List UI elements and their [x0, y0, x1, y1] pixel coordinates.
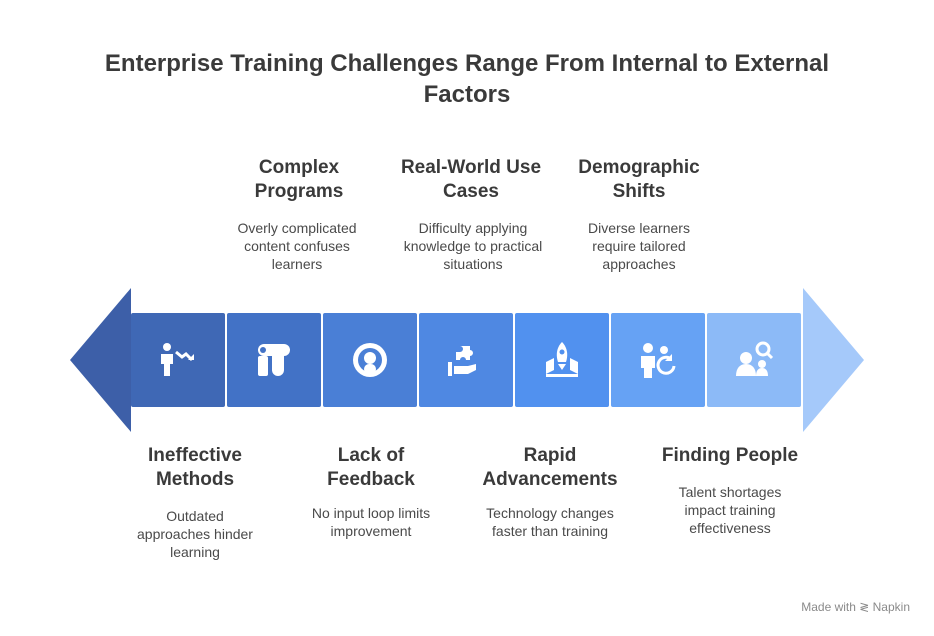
right-arrowhead	[803, 288, 864, 432]
cell-finding-people	[707, 313, 801, 407]
desc-real-world-use-cases: Difficulty applying knowledge to practic…	[403, 220, 543, 272]
stressed-face-icon	[353, 343, 387, 377]
label-lack-of-feedback: Lack of Feedback	[327, 445, 415, 490]
left-arrowhead	[70, 288, 131, 432]
page-title: Enterprise Training Challenges Range Fro…	[104, 50, 830, 108]
presenter-declining-icon	[161, 343, 194, 376]
cell-demographic-shifts	[611, 313, 705, 407]
footer-credit: Made with ≷ Napkin	[801, 600, 910, 614]
cell-real-world-use-cases	[419, 313, 513, 407]
puzzle-pieces-icon	[258, 344, 290, 376]
desc-finding-people: Talent shortages impact training effecti…	[678, 484, 782, 536]
label-demographic-shifts: Demographic Shifts	[578, 157, 700, 202]
label-finding-people: Finding People	[661, 445, 799, 466]
people-refresh-icon	[641, 343, 676, 378]
label-real-world-use-cases: Real-World Use Cases	[400, 157, 542, 202]
cell-ineffective-methods	[131, 313, 225, 407]
desc-rapid-advancements: Technology changes faster than training	[486, 505, 614, 539]
cell-lack-of-feedback	[323, 313, 417, 407]
desc-lack-of-feedback: No input loop limits improvement	[311, 505, 431, 539]
desc-demographic-shifts: Diverse learners require tailored approa…	[588, 220, 690, 272]
rocket-launch-icon	[546, 342, 578, 377]
label-ineffective-methods: Ineffective Methods	[148, 445, 242, 490]
cell-complex-programs	[227, 313, 321, 407]
people-search-icon	[736, 341, 774, 376]
label-complex-programs: Complex Programs	[254, 157, 344, 202]
cell-rapid-advancements	[515, 313, 609, 407]
puzzle-piece-hand-icon	[448, 346, 476, 376]
desc-ineffective-methods: Outdated approaches hinder learning	[137, 508, 253, 560]
desc-complex-programs: Overly complicated content confuses lear…	[237, 220, 357, 272]
label-rapid-advancements: Rapid Advancements	[482, 445, 618, 490]
